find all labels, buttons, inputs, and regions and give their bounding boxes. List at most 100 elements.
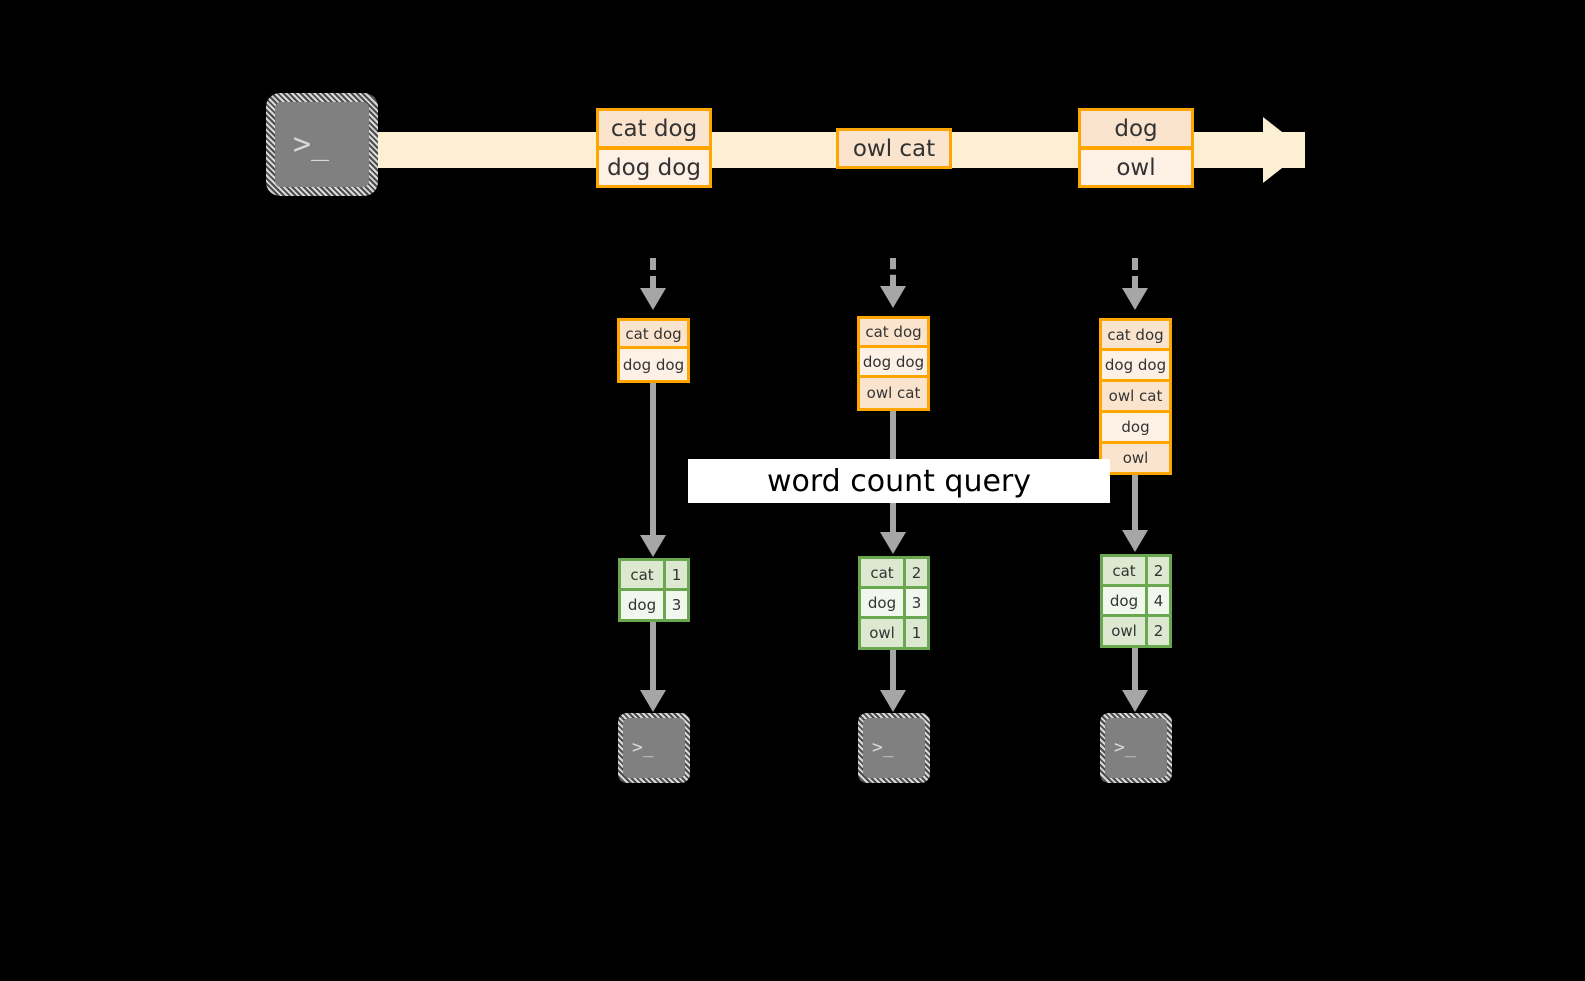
result-word-cell: owl [861,619,906,647]
table-row-label: owl cat [1108,387,1163,405]
connector-arrowhead-icon [880,690,906,712]
stream-event: dog [1078,108,1194,149]
table-row: cat dog [860,319,927,348]
table-row-label: cat dog [625,324,682,343]
stream-event-label: dog dog [607,154,701,181]
connector-arrowhead-icon [1122,288,1148,310]
connector-arrowhead-icon [880,532,906,554]
stream-event-label: owl cat [852,135,936,162]
result-word: owl [869,624,895,642]
result-count-cell: 3 [666,591,687,619]
result-word-cell: dog [621,591,666,619]
result-to-sink-connector [650,622,656,690]
table-row: cat 2 [1103,557,1169,587]
sink-terminal-icon[interactable]: >_ [1100,713,1172,783]
table-row: owl 2 [1103,617,1169,645]
stream-to-table-connector [890,258,896,286]
result-to-sink-connector [1132,648,1138,690]
result-count: 3 [911,593,922,612]
result-count: 2 [1153,622,1164,640]
result-count: 2 [1153,561,1164,580]
table-row: dog [1102,413,1169,444]
table-row: owl cat [1102,382,1169,413]
connector-arrowhead-icon [1122,690,1148,712]
stream-arrowhead-icon [1263,117,1305,183]
result-count: 2 [911,563,922,582]
stream-event: cat dog [596,108,712,149]
result-count-cell: 2 [906,559,927,586]
result-to-sink-connector [890,650,896,690]
result-count: 1 [671,565,682,584]
stream-to-table-connector [650,258,656,288]
stream-event: owl [1078,147,1194,188]
result-count: 3 [671,596,682,614]
table-row-label: cat dog [1107,325,1164,344]
prompt-glyph: >_ [872,737,894,758]
unbounded-table: cat dog dog dog [617,318,690,383]
table-row: owl [1102,444,1169,472]
result-count-cell: 4 [1148,587,1169,614]
table-row-label: dog [1121,418,1150,436]
stream-to-table-connector [1132,258,1138,288]
source-terminal-face: >_ [275,102,369,187]
table-row: dog 3 [861,589,927,619]
stream-event-label: owl [1116,154,1156,181]
table-row: cat 1 [621,561,687,591]
source-terminal-icon[interactable]: >_ [266,93,378,196]
table-row: owl cat [860,378,927,408]
connector-arrowhead-icon [640,690,666,712]
prompt-glyph: >_ [293,126,330,162]
table-row: cat 2 [861,559,927,589]
unbounded-table: cat dog dog dog owl cat dog owl [1099,318,1172,475]
query-label: word count query [688,459,1110,503]
table-row-label: owl [1122,449,1149,467]
table-row: cat dog [1102,321,1169,351]
result-word-cell: owl [1103,617,1148,645]
stream-event-label: cat dog [610,115,698,142]
unbounded-table: cat dog dog dog owl cat [857,316,930,411]
connector-arrowhead-icon [640,288,666,310]
result-word-cell: cat [621,561,666,588]
stream-event: dog dog [596,147,712,188]
table-row-label: owl cat [866,384,921,402]
sink-terminal-face: >_ [623,718,685,778]
sink-terminal-icon[interactable]: >_ [858,713,930,783]
connector-arrowhead-icon [880,286,906,308]
table-row-label: dog dog [1104,356,1167,374]
result-word-cell: cat [1103,557,1148,584]
stream-event: owl cat [836,128,952,169]
table-row-label: cat dog [865,323,922,341]
result-word: dog [867,593,897,612]
result-count: 1 [911,624,922,642]
result-word-cell: dog [1103,587,1148,614]
result-count-cell: 1 [906,619,927,647]
sink-terminal-icon[interactable]: >_ [618,713,690,783]
table-row: dog dog [860,348,927,378]
table-to-result-connector [1132,475,1138,530]
table-row: dog dog [1102,351,1169,382]
table-row: dog 4 [1103,587,1169,617]
result-count-cell: 1 [666,561,687,588]
result-table: cat 2 dog 4 owl 2 [1100,554,1172,648]
query-label-text: word count query [766,463,1032,499]
table-row-label: dog dog [622,355,685,374]
result-word: cat [1112,561,1136,580]
result-word-cell: cat [861,559,906,586]
prompt-glyph: >_ [1114,737,1136,758]
result-word: dog [1109,591,1139,610]
result-word: owl [1111,622,1137,640]
result-word: cat [630,565,654,584]
table-row-label: dog dog [862,352,925,371]
result-count: 4 [1153,591,1164,610]
result-count-cell: 2 [1148,617,1169,645]
connector-arrowhead-icon [1122,530,1148,552]
table-row: cat dog [620,321,687,349]
result-word-cell: dog [861,589,906,616]
result-count-cell: 2 [1148,557,1169,584]
connector-arrowhead-icon [640,535,666,557]
prompt-glyph: >_ [632,737,654,758]
sink-terminal-face: >_ [863,718,925,778]
result-word: cat [870,563,894,582]
sink-terminal-face: >_ [1105,718,1167,778]
